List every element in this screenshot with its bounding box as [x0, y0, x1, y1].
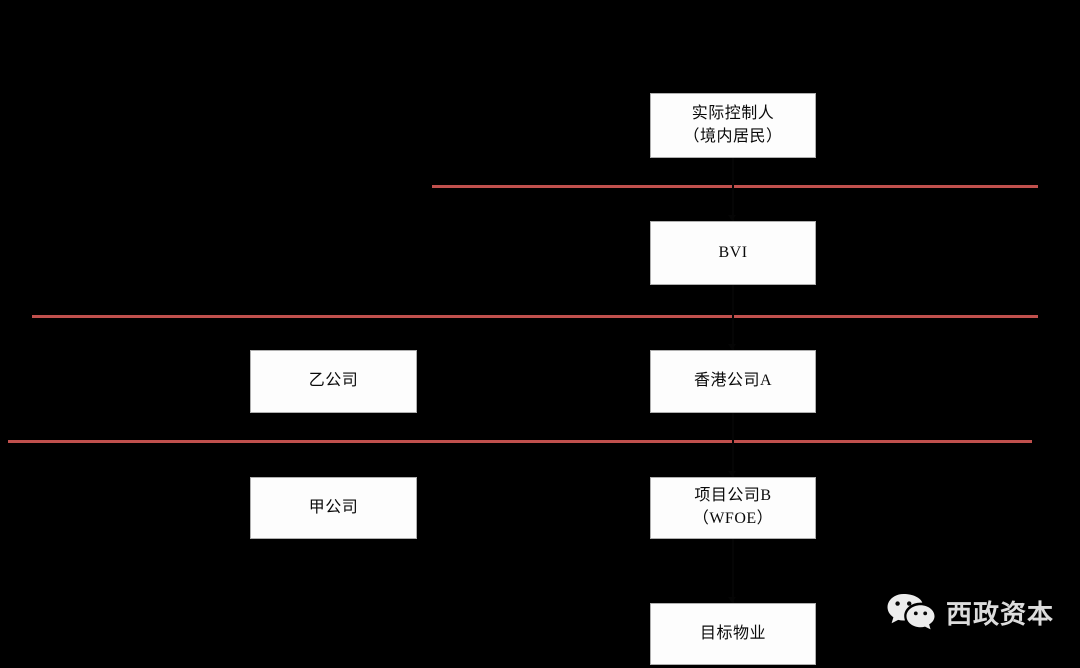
watermark-text: 西政资本 [946, 599, 1055, 630]
arrow-head-wfoe [728, 471, 736, 477]
node-bvi-line1: BVI [718, 243, 748, 261]
node-hongkong-company-a-line1: 香港公司A [693, 372, 773, 390]
node-target-property-line1: 目标物业 [699, 624, 766, 642]
arrow-head-hongkong [728, 344, 736, 350]
jurisdiction-divider-1 [432, 185, 1038, 188]
jurisdiction-divider-3 [8, 440, 1032, 443]
node-hongkong-company-a[interactable]: 香港公司A [650, 350, 816, 413]
arrow-head-property [728, 597, 736, 603]
node-bvi[interactable]: BVI [650, 221, 816, 285]
connector-wfoe-to-property [732, 539, 734, 603]
node-actual-controller-line1: 实际控制人 [691, 104, 775, 122]
connector-bvi-to-hongkong [732, 285, 734, 350]
connector-hongkong-to-wfoe [732, 413, 734, 477]
arrow-head-bvi [728, 215, 736, 221]
node-company-yi-line1: 乙公司 [308, 372, 359, 390]
watermark: 西政资本 [886, 592, 1054, 632]
node-project-company-b-line1: 项目公司B [694, 487, 772, 505]
node-project-company-b[interactable]: 项目公司B （WFOE） [650, 477, 816, 539]
jurisdiction-divider-2 [32, 315, 1038, 318]
node-actual-controller[interactable]: 实际控制人 （境内居民） [650, 93, 816, 158]
node-target-property[interactable]: 目标物业 [650, 603, 816, 665]
node-company-yi[interactable]: 乙公司 [250, 350, 417, 413]
node-company-jia[interactable]: 甲公司 [250, 477, 417, 539]
node-project-company-b-line2: （WFOE） [692, 510, 774, 527]
node-company-jia-line1: 甲公司 [308, 498, 359, 516]
connector-controller-to-bvi [732, 158, 734, 221]
wechat-icon [886, 592, 936, 632]
node-actual-controller-line2: （境内居民） [683, 127, 783, 145]
